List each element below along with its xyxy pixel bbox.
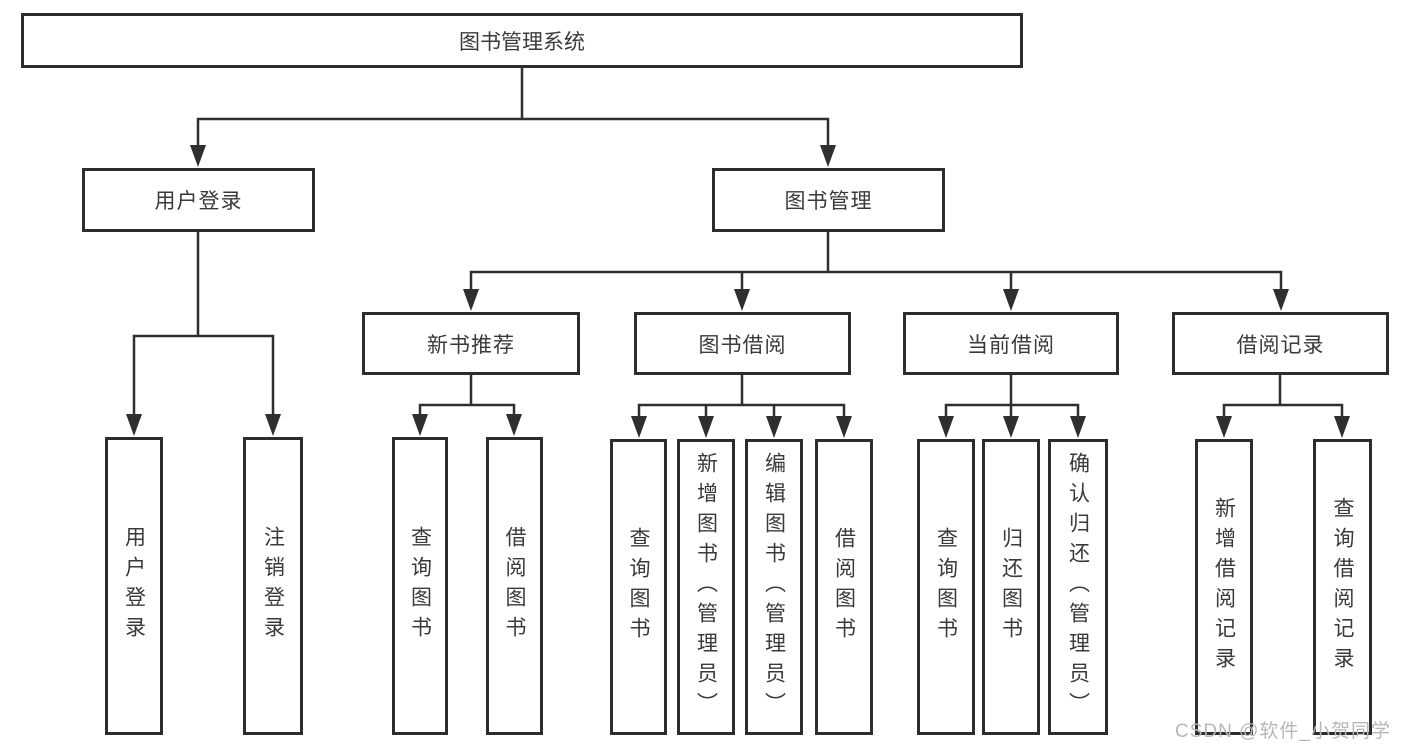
leaf-add-books-admin-label: 新增图书（管理员）	[694, 452, 718, 722]
edge-bookmgmt-to-level3	[469, 232, 1283, 292]
leaf-logout-label: 注销登录	[261, 526, 285, 646]
node-new-book-recommend: 新书推荐	[362, 312, 580, 375]
leaf-borrow-books-label: 借阅图书	[832, 527, 856, 647]
leaf-borrow-query-books-label: 查询图书	[627, 527, 650, 647]
leaf-borrow-books: 借阅图书	[815, 439, 873, 735]
leaf-logout: 注销登录	[243, 437, 303, 735]
leaf-current-query-books-label: 查询图书	[934, 527, 958, 647]
leaf-borrow-query-books: 查询图书	[610, 439, 667, 735]
leaf-edit-books-admin-label: 编辑图书（管理员）	[762, 452, 786, 722]
node-user-login-branch-label: 用户登录	[154, 190, 243, 213]
leaf-newbook-query-books-label: 查询图书	[408, 526, 432, 646]
leaf-confirm-return-admin: 确认归还（管理员）	[1048, 439, 1108, 735]
leaf-newbook-borrow-books-label: 借阅图书	[503, 526, 526, 646]
leaf-add-borrow-record: 新增借阅记录	[1195, 439, 1253, 735]
leaf-user-login-label: 用户登录	[122, 526, 146, 646]
node-borrowing-records: 借阅记录	[1172, 312, 1389, 375]
leaf-return-books-label: 归还图书	[999, 527, 1023, 647]
leaf-add-books-admin: 新增图书（管理员）	[677, 439, 735, 735]
node-book-borrowing-label: 图书借阅	[698, 333, 787, 357]
node-book-management-branch: 图书管理	[712, 168, 945, 232]
leaf-add-borrow-record-label: 新增借阅记录	[1212, 497, 1236, 677]
leaf-query-borrow-record: 查询借阅记录	[1313, 439, 1372, 735]
node-root-label: 图书管理系统	[459, 30, 585, 54]
node-new-book-recommend-label: 新书推荐	[427, 333, 515, 357]
leaf-return-books: 归还图书	[982, 439, 1040, 735]
leaf-newbook-query-books: 查询图书	[392, 437, 448, 735]
node-root-library-system: 图书管理系统	[21, 13, 1023, 68]
node-user-login-branch: 用户登录	[82, 168, 315, 232]
leaf-user-login: 用户登录	[105, 437, 163, 735]
edge-newbookrec-to-leaves	[418, 375, 516, 417]
node-borrowing-records-label: 借阅记录	[1236, 333, 1325, 357]
node-current-borrowing-label: 当前借阅	[967, 333, 1055, 357]
leaf-current-query-books: 查询图书	[917, 439, 975, 735]
leaf-query-borrow-record-label: 查询借阅记录	[1331, 497, 1354, 677]
edge-bookborrow-to-leaves	[637, 375, 846, 418]
node-current-borrowing: 当前借阅	[903, 312, 1119, 375]
leaf-newbook-borrow-books: 借阅图书	[486, 437, 543, 735]
node-book-management-branch-label: 图书管理	[784, 190, 873, 213]
node-book-borrowing: 图书借阅	[634, 312, 851, 375]
edge-borrowrecords-to-leaves	[1222, 375, 1344, 418]
leaf-confirm-return-admin-label: 确认归还（管理员）	[1066, 452, 1090, 722]
leaf-edit-books-admin: 编辑图书（管理员）	[745, 439, 803, 735]
edge-root-to-level2	[196, 68, 830, 148]
edge-currentborrow-to-leaves	[944, 375, 1080, 418]
edge-userlogin-to-leaves	[132, 232, 275, 417]
